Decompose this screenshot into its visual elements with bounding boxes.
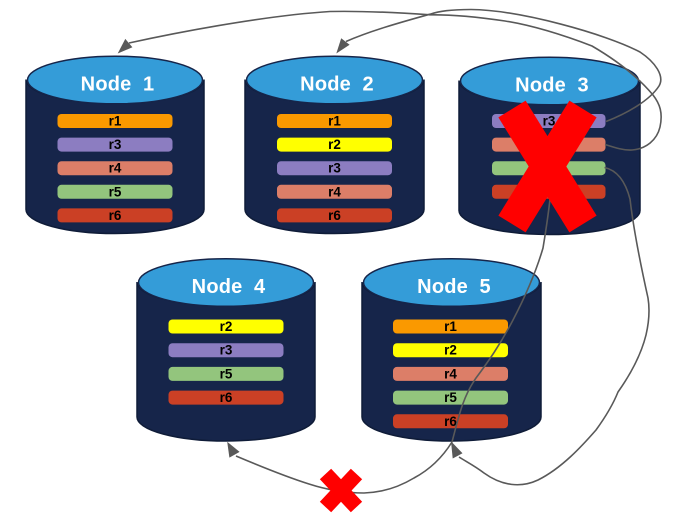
svg-text:r6: r6 [444,414,457,429]
svg-text:r6: r6 [109,208,122,223]
svg-text:r3: r3 [109,137,122,152]
svg-text:r2: r2 [328,137,341,152]
svg-text:r1: r1 [109,114,122,129]
svg-text:r4: r4 [328,184,341,199]
svg-text:r6: r6 [220,390,233,405]
svg-text:r5: r5 [444,390,457,405]
svg-text:r2: r2 [444,343,457,358]
svg-text:r4: r4 [109,161,122,176]
svg-text:Node 2: Node 2 [300,74,374,96]
svg-text:r3: r3 [220,343,233,358]
svg-text:Node 5: Node 5 [417,276,491,298]
svg-text:r3: r3 [328,161,341,176]
svg-text:r1: r1 [444,319,457,334]
svg-text:r4: r4 [444,366,457,381]
svg-text:r2: r2 [220,319,233,334]
svg-text:Node 3: Node 3 [515,75,589,97]
svg-text:r3: r3 [543,114,556,129]
svg-text:r6: r6 [328,208,341,223]
svg-text:r1: r1 [328,114,341,129]
svg-text:r5: r5 [220,366,233,381]
svg-text:r5: r5 [109,184,122,199]
svg-text:Node 4: Node 4 [192,276,266,298]
svg-text:Node 1: Node 1 [81,74,155,96]
